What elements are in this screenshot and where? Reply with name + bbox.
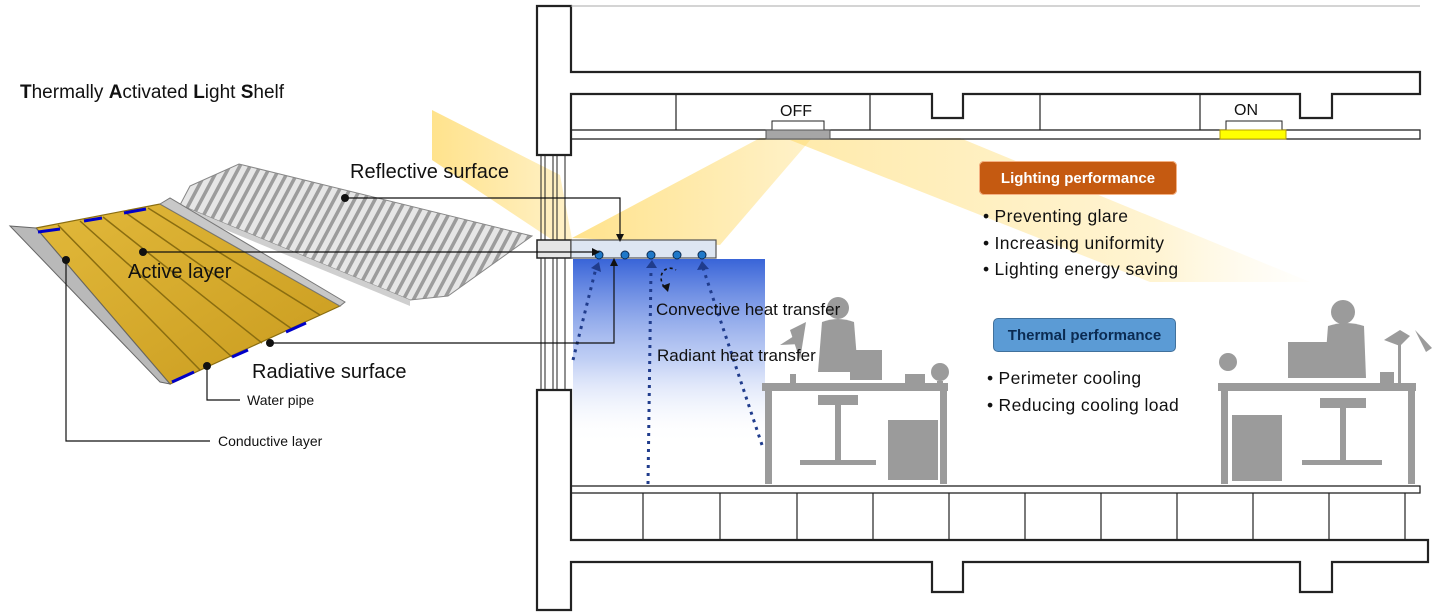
convection-arrowhead xyxy=(662,283,670,292)
label-active-layer: Active layer xyxy=(128,261,232,283)
light-fixture-on xyxy=(1219,120,1287,140)
label-radiant-heat-transfer: Radiant heat transfer xyxy=(657,346,816,365)
lower-slab xyxy=(535,388,1430,612)
leader-arrowhead xyxy=(616,234,624,242)
light-fixture-off xyxy=(765,120,831,140)
callout-dots xyxy=(62,194,349,370)
pipe-dot xyxy=(697,250,707,260)
office-workstation-right xyxy=(1218,300,1432,484)
water-pipes xyxy=(57,207,321,371)
title-letter: L xyxy=(193,82,205,103)
list-item: Increasing uniformity xyxy=(983,230,1178,257)
leader-arrowhead xyxy=(592,248,600,256)
title-word: helf xyxy=(253,82,285,103)
label-water-pipe: Water pipe xyxy=(247,392,314,408)
pipe-ends xyxy=(37,207,307,384)
title-letter: A xyxy=(108,82,123,103)
window-frame xyxy=(540,155,566,390)
pipe-dot xyxy=(620,250,630,260)
raised-floor xyxy=(570,485,1421,494)
incoming-daylight xyxy=(432,110,575,255)
arrow-head xyxy=(646,260,657,268)
label-conductive-layer: Conductive layer xyxy=(218,433,323,449)
reflected-daylight xyxy=(572,138,812,245)
label-radiative-surface: Radiative surface xyxy=(252,361,407,383)
lighting-performance-list: Preventing glare Increasing uniformity L… xyxy=(983,203,1179,283)
upper-slab xyxy=(535,4,1422,157)
label-lamp-on: ON xyxy=(1234,102,1258,119)
ceiling-joists xyxy=(675,94,1201,130)
thermal-performance-list: Perimeter cooling Reducing cooling load xyxy=(987,365,1179,418)
thermal-performance-badge: Thermal performance xyxy=(993,318,1176,352)
list-item: Lighting energy saving xyxy=(983,256,1179,283)
arrow-head xyxy=(697,261,709,270)
diagram-title: Thermally Activated Light Shelf xyxy=(20,82,284,104)
building-section xyxy=(535,4,1430,612)
leader-lines xyxy=(65,197,621,442)
arrow-head xyxy=(591,262,601,272)
title-letter: T xyxy=(20,82,32,103)
list-item: Perimeter cooling xyxy=(987,365,1179,392)
title-word: hermally xyxy=(31,82,109,103)
title-word: ight xyxy=(204,82,241,103)
label-lamp-off: OFF xyxy=(780,103,812,120)
label-reflective-surface: Reflective surface xyxy=(350,161,509,183)
list-item: Reducing cooling load xyxy=(987,392,1179,419)
list-item: Preventing glare xyxy=(983,203,1178,230)
pipe-dot xyxy=(672,250,682,260)
lighting-performance-badge: Lighting performance xyxy=(979,161,1177,195)
window-transom xyxy=(536,239,572,259)
pipe-dot xyxy=(646,250,656,260)
floor-joists xyxy=(642,493,1406,540)
label-convective-heat-transfer: Convective heat transfer xyxy=(656,300,841,319)
office-workstation-left xyxy=(762,297,949,484)
title-letter: S xyxy=(240,82,254,103)
title-word: ctivated xyxy=(122,82,194,103)
leader-arrowhead xyxy=(610,258,618,266)
ceiling-panel xyxy=(570,129,1421,140)
radiant-cooling-zone xyxy=(573,259,765,444)
